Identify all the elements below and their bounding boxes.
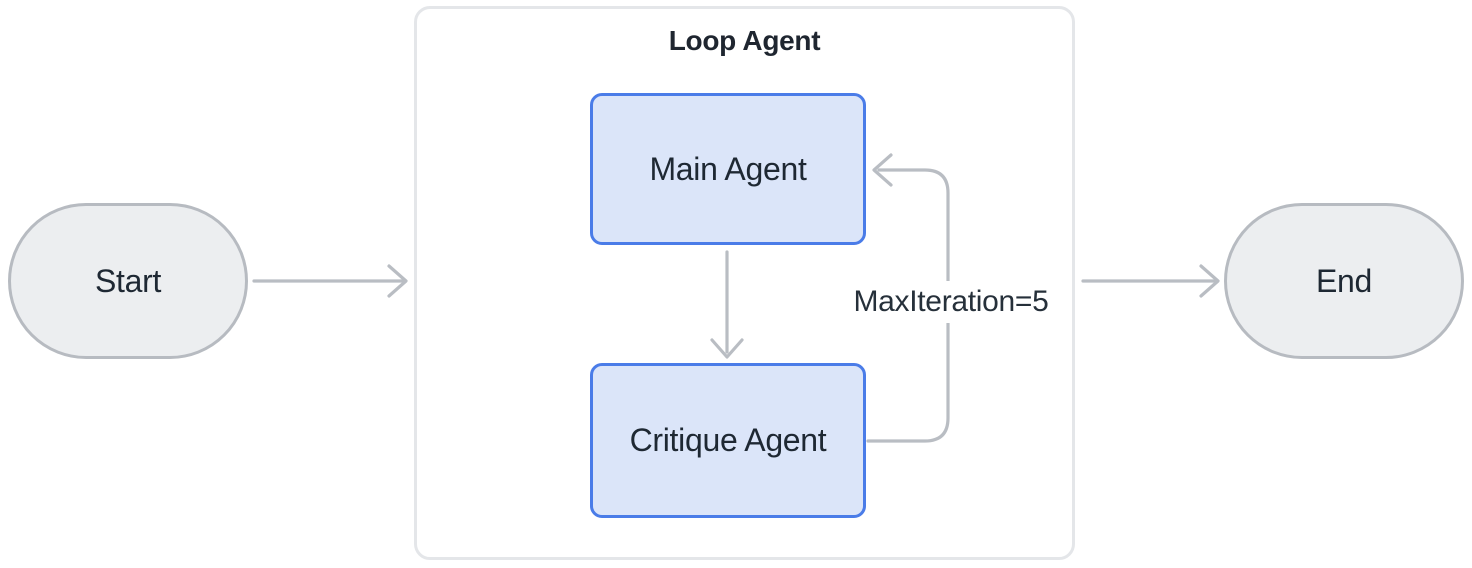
node-main-agent-label: Main Agent bbox=[649, 150, 807, 187]
edge-start-to-loop-agent bbox=[252, 264, 408, 298]
node-end: End bbox=[1224, 203, 1464, 359]
edge-loop-agent-to-end bbox=[1081, 264, 1220, 298]
loop-iteration-label: MaxIteration=5 bbox=[851, 281, 1051, 323]
node-start-label: Start bbox=[94, 262, 162, 299]
loop-agent-title: Loop Agent bbox=[668, 25, 821, 56]
node-start: Start bbox=[8, 203, 248, 359]
edge-main-to-critique bbox=[710, 250, 744, 359]
node-end-label: End bbox=[1315, 262, 1373, 299]
node-main-agent: Main Agent bbox=[590, 93, 866, 245]
node-critique-agent: Critique Agent bbox=[590, 363, 866, 518]
node-critique-agent-label: Critique Agent bbox=[629, 422, 827, 458]
